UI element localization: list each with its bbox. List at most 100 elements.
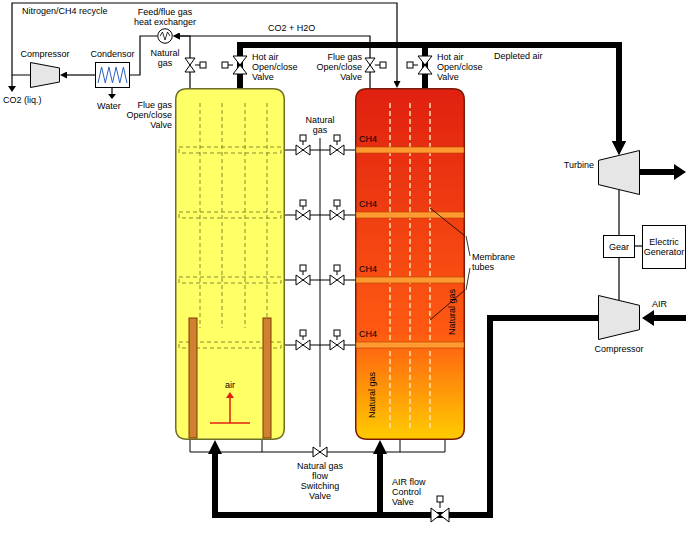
valve-actuator: [334, 330, 340, 336]
arrow-head: [642, 310, 654, 326]
air-inlet-tube: [263, 318, 271, 438]
heat-exchanger-symbol: Feed/flue gas heat exchanger: [157, 28, 173, 44]
air-inlet-pipe: [652, 315, 686, 321]
valve-symbol: [330, 275, 344, 285]
flow-label: Natural gas: [367, 360, 377, 430]
valve-actuator: [334, 265, 340, 271]
valve-symbol: [330, 145, 344, 155]
reactor-vessel: CH4CH4CH4CH4Natural gasNatural gas: [355, 88, 465, 440]
gas-stub-line: [400, 440, 401, 452]
valve-label: Flue gas Open/close Valve: [120, 100, 172, 130]
leader-line: [430, 208, 465, 236]
valve-label: Hot air Open/close Valve: [252, 52, 304, 82]
flow-label: Depleted air: [494, 51, 543, 61]
valve-label: Natural gas flow Switching Valve: [294, 461, 346, 501]
exchanger-outline: [158, 29, 173, 44]
gas-distributor: [179, 212, 281, 218]
valve-stem: [375, 65, 380, 66]
valve-stem: [337, 271, 338, 275]
process-line: [618, 190, 619, 235]
valve-actuator: [380, 62, 386, 68]
gas-stub-line: [262, 440, 263, 452]
valve-actuator: [334, 135, 340, 141]
air-inlet-tube: [189, 318, 197, 438]
valve-actuator: [300, 135, 306, 141]
part-name: Compressor: [18, 49, 72, 59]
part-name: Condensor: [89, 49, 136, 59]
vessel-outline: [356, 89, 465, 440]
valve-label: AIR flow Control Valve: [392, 477, 434, 507]
compressor-outline: [31, 63, 60, 88]
flow-label: air: [205, 380, 255, 390]
valve-symbol: [330, 210, 344, 220]
membrane-tube: [200, 103, 201, 328]
gas-distributor: [356, 212, 464, 218]
valve-symbol: [418, 56, 432, 74]
part-name: Membrane tubes: [472, 252, 522, 272]
box-outline: [604, 236, 635, 258]
flow-label: CO2 + H2O: [268, 23, 315, 33]
valve-stem: [337, 206, 338, 210]
gas-distributor: [356, 277, 464, 283]
process-line: [618, 258, 619, 300]
valve-stem: [413, 65, 418, 66]
condenser-box: Condensor: [95, 62, 130, 88]
gas-distributor: [356, 147, 464, 153]
arrow-head: [8, 86, 16, 92]
control-valve-symbol: [431, 508, 449, 522]
valve-actuator: [437, 496, 443, 502]
box-outline: [643, 226, 686, 269]
flow-label: CH4: [359, 264, 377, 274]
valve-actuator: [222, 62, 228, 68]
valve-symbol: [233, 56, 247, 74]
valve-symbol: [296, 145, 310, 155]
flow-label: Natural gas: [447, 277, 457, 347]
arrow-head: [674, 164, 686, 180]
flow-label: CH4: [359, 329, 377, 339]
valve-label: Flue gas Open/close Valve: [312, 52, 362, 82]
valve-stem: [195, 65, 200, 66]
flow-label: AIR: [652, 299, 667, 309]
flow-label: CH4: [359, 199, 377, 209]
switching-valve-symbol: [313, 447, 327, 457]
shape-outline: [598, 295, 640, 340]
valve-symbol: [296, 275, 310, 285]
valve-actuator: [407, 62, 413, 68]
part-name: Compressor: [589, 344, 649, 354]
shape-outline: [30, 62, 60, 88]
turbine-symbol: Turbine: [598, 150, 640, 195]
part-name: Gear: [603, 235, 635, 258]
valve-stem: [440, 502, 441, 508]
valve-symbol: [330, 340, 344, 350]
leader-line: [466, 268, 470, 290]
valve-actuator: [300, 330, 306, 336]
valve-stem: [337, 141, 338, 145]
valve-actuator: [300, 200, 306, 206]
compressor-symbol: Compressor: [598, 295, 640, 340]
part-name: Turbine: [546, 160, 594, 170]
valve-symbol: [185, 58, 195, 72]
valve-actuator: [200, 62, 206, 68]
valve-stem: [303, 206, 304, 210]
flow-label: CO2 (liq.): [3, 95, 42, 105]
valve-symbol: [296, 340, 310, 350]
flow-label: Nitrogen/CH4 recycle: [22, 6, 108, 16]
valve-stem: [303, 271, 304, 275]
reactor-vessel: air: [175, 88, 285, 440]
valve-stem: [337, 336, 338, 340]
flow-label: Water: [97, 101, 121, 111]
vessel-outline: [176, 89, 285, 440]
air-flow-line: [229, 398, 231, 423]
membrane-tube: [222, 103, 223, 328]
flow-label: Natural gas: [300, 115, 340, 135]
valve-stem: [228, 65, 233, 66]
compressor-symbol: Compressor: [30, 62, 60, 88]
valve-actuator: [334, 200, 340, 206]
process-line: [66, 74, 95, 75]
gas-distributor: [356, 342, 464, 348]
shape-outline: [598, 150, 640, 195]
membrane-tube: [245, 103, 246, 328]
turbine-outline: [599, 151, 640, 195]
gas-distributor: [179, 277, 281, 283]
co2-outlet-line: [11, 75, 12, 87]
